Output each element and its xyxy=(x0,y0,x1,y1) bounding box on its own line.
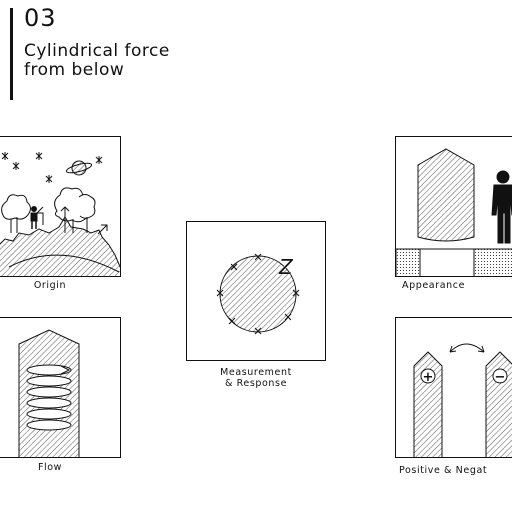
person-silhouette-icon xyxy=(491,170,512,244)
cylinder-cross-section xyxy=(219,255,297,333)
title-line-1: Cylindrical force xyxy=(24,41,170,61)
spiral-flow-icon xyxy=(26,364,72,431)
header-bar xyxy=(10,8,13,100)
person-icon xyxy=(30,206,38,229)
star-icon xyxy=(45,175,53,183)
appearance-illustration xyxy=(396,148,512,276)
section-title: Cylindrical force from below xyxy=(24,42,170,80)
caption-measurement-line-1: Measurement xyxy=(220,367,292,378)
caption-appearance: Appearance xyxy=(402,280,466,291)
star-icon xyxy=(1,152,9,160)
caption-origin: Origin xyxy=(33,280,67,291)
caption-measurement: Measurement & Response xyxy=(196,367,316,389)
positive-column xyxy=(413,351,443,457)
flow-panel xyxy=(0,317,121,458)
caption-flow: Flow xyxy=(37,462,63,473)
ground-mound xyxy=(0,216,120,276)
tree-icon xyxy=(54,187,96,233)
planet-icon xyxy=(65,160,93,176)
star-icon xyxy=(35,152,43,160)
plus-sign: + xyxy=(423,370,434,385)
sleep-symbol: Z xyxy=(278,255,294,279)
positive-negative-illustration: + − xyxy=(413,343,512,457)
caption-positive-negative: Positive & Negat xyxy=(399,465,488,476)
measurement-marks xyxy=(216,253,300,335)
negative-column xyxy=(485,351,512,457)
appearance-panel xyxy=(395,136,512,277)
star-icon xyxy=(95,156,103,164)
measurement-panel: Z xyxy=(186,221,326,361)
caption-measurement-line-2: & Response xyxy=(224,378,288,389)
section-number: 03 xyxy=(24,4,57,32)
cylinder-building xyxy=(417,148,475,242)
star-icon xyxy=(12,162,20,170)
tree-icon xyxy=(1,194,31,233)
exchange-arrow-icon xyxy=(449,343,485,353)
origin-panel xyxy=(0,136,121,277)
measurement-illustration: Z xyxy=(216,253,300,335)
flow-illustration xyxy=(18,329,80,457)
title-line-2: from below xyxy=(24,60,125,80)
origin-illustration xyxy=(0,152,120,276)
positive-negative-panel: + − xyxy=(395,317,512,458)
minus-sign: − xyxy=(495,370,506,385)
